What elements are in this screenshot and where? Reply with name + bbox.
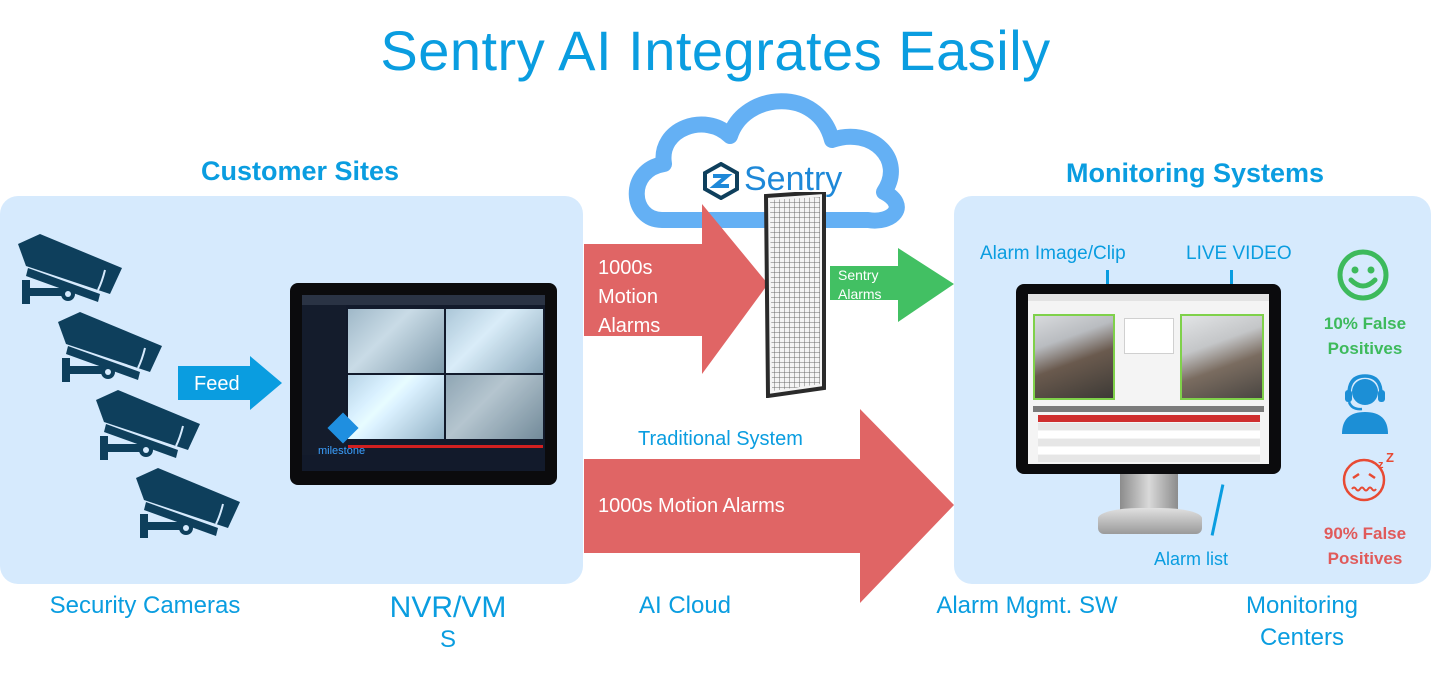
mesh-filter-icon	[764, 192, 828, 398]
traditional-alarms-arrow	[584, 409, 956, 605]
camera-icon	[88, 388, 208, 468]
svg-text:Z: Z	[1386, 452, 1394, 465]
sentry-alarms-line1: Sentry	[838, 267, 879, 283]
sentry-alarms-label: Sentry Alarms	[838, 266, 882, 304]
alarm-row[interactable]	[1038, 455, 1260, 462]
monitoring-caption-line1: Monitoring	[1245, 592, 1359, 619]
sentry-hexagon-logo-icon	[703, 162, 739, 200]
ai-cloud-caption: AI Cloud	[638, 592, 732, 619]
monitoring-caption-line2: Centers	[1259, 624, 1345, 652]
alarm-row[interactable]	[1038, 447, 1260, 454]
sleepy-face-icon: z Z	[1340, 452, 1400, 504]
alarm-row[interactable]	[1038, 431, 1260, 438]
milestone-brand: milestone	[318, 445, 366, 457]
ninety-percent-false-positives: 90% False Positives	[1310, 522, 1420, 571]
nvr-feed-3	[348, 375, 444, 439]
nvr-toolbar	[302, 295, 545, 305]
feed-label: Feed	[194, 373, 240, 395]
fp-bad-line1: 90% False	[1323, 524, 1407, 543]
fp-good-line2: Positives	[1327, 338, 1403, 358]
sentry-alarms-arrow	[830, 248, 955, 324]
traditional-system-label: Traditional System	[638, 428, 803, 450]
alarm-list-callout: Alarm list	[1154, 549, 1229, 569]
live-video-callout: LIVE VIDEO	[1186, 243, 1292, 264]
traditional-alarms-text: 1000s Motion Alarms	[598, 495, 785, 517]
security-cameras-caption: Security Cameras	[49, 592, 241, 619]
nvr-feed-1	[348, 309, 444, 373]
nvr-timeline	[348, 445, 543, 448]
monitoring-centers-caption: Monitoring Centers	[1212, 590, 1392, 655]
nvr-tablet: milestone	[290, 283, 557, 485]
motion-alarms-line1: 1000s	[598, 257, 653, 279]
camera-icon	[50, 310, 170, 390]
motion-alarms-label: 1000s Motion Alarms	[598, 254, 660, 341]
alarm-mgmt-caption: Alarm Mgmt. SW	[936, 592, 1118, 619]
sentry-alarms-line2: Alarms	[838, 285, 882, 302]
monitor-neck	[1120, 474, 1178, 510]
monitor-stand	[1098, 508, 1202, 534]
customer-sites-heading: Customer Sites	[200, 156, 400, 186]
monitor	[1016, 284, 1281, 474]
fp-good-line1: 10% False	[1323, 314, 1407, 333]
camera-icon	[10, 232, 130, 312]
motion-alarms-arrow	[584, 204, 770, 380]
cloud-icon	[622, 82, 912, 232]
fp-bad-line2: Positives	[1327, 548, 1403, 568]
alarm-image-clip	[1033, 314, 1115, 400]
nvr-vms-caption: NVR/VM S	[368, 590, 528, 655]
monitoring-systems-heading: Monitoring Systems	[1065, 158, 1325, 188]
browser-bar	[1028, 294, 1269, 301]
alarm-row-active[interactable]	[1038, 415, 1260, 422]
nvr-caption-line2: S	[439, 626, 456, 653]
alarm-tabs	[1033, 406, 1264, 412]
alarm-mgmt-screen	[1028, 294, 1269, 464]
nvr-feed-2	[446, 309, 543, 373]
smiley-face-icon	[1336, 248, 1390, 302]
svg-text:z: z	[1378, 459, 1384, 471]
operator-headset-icon	[1340, 372, 1390, 434]
motion-alarms-line3: Alarms	[598, 315, 661, 337]
alarm-row[interactable]	[1038, 423, 1260, 430]
camera-icon	[128, 466, 248, 546]
alarm-image-callout: Alarm Image/Clip	[980, 243, 1126, 264]
camera-list	[1124, 318, 1174, 354]
motion-alarms-line2: Motion	[598, 286, 659, 308]
ten-percent-false-positives: 10% False Positives	[1310, 312, 1420, 361]
nvr-caption-line1: NVR/VM	[389, 591, 507, 624]
nvr-screen: milestone	[302, 295, 545, 471]
nvr-feed-4	[446, 375, 543, 439]
feed-arrow	[178, 356, 286, 410]
alarm-row[interactable]	[1038, 439, 1260, 446]
live-video-feed	[1180, 314, 1264, 400]
page-title: Sentry AI Integrates Easily	[380, 19, 1051, 82]
